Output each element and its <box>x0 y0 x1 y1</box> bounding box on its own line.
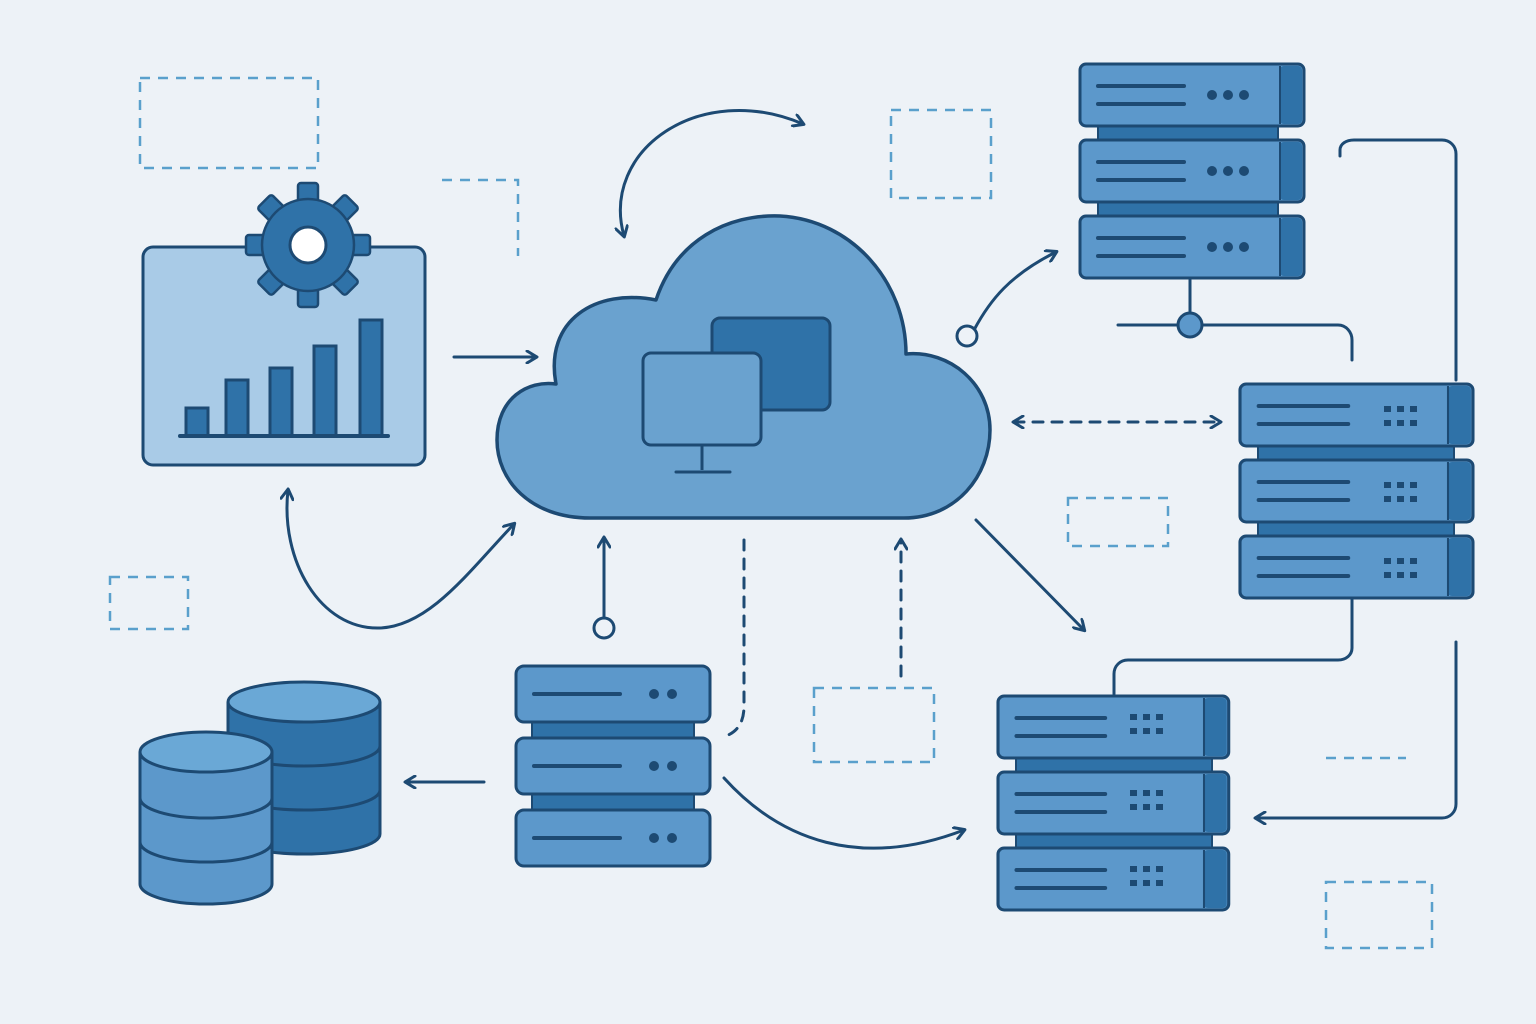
server-rack-top-right <box>1078 62 1306 280</box>
server-rack-bottom-right <box>998 696 1229 910</box>
server-unit <box>1240 536 1473 598</box>
placeholder-box <box>889 108 993 200</box>
server-unit <box>1240 384 1473 446</box>
arrow-cloud-to-bottom-servers <box>974 518 1084 630</box>
dashed-cloud-to-server <box>724 538 746 738</box>
server-unit <box>1078 62 1306 128</box>
arrow-cloud-to-top-servers <box>972 252 1056 332</box>
connector-node <box>955 324 979 348</box>
database-icon <box>138 680 382 906</box>
placeholder-boxes <box>108 76 1434 950</box>
server-unit <box>514 808 712 868</box>
monitor-icon <box>641 316 832 474</box>
arrow-loop-to-bottom-servers <box>1256 640 1458 818</box>
gear-icon <box>244 181 372 309</box>
placeholder-box <box>108 575 190 631</box>
server-unit <box>998 848 1229 910</box>
bus-line <box>1338 138 1458 382</box>
placeholder-box <box>1066 496 1170 548</box>
placeholder-box <box>442 178 520 256</box>
cloud-icon <box>495 214 992 520</box>
arrow-server-to-bottom-servers <box>722 776 964 850</box>
server-unit <box>1078 214 1306 280</box>
server-unit <box>514 664 712 724</box>
bus-line <box>1112 598 1354 696</box>
placeholder-box <box>138 76 320 170</box>
database-cylinder-front <box>138 730 274 906</box>
bar-chart-icon <box>184 318 384 438</box>
analytics-dashboard-icon <box>141 181 427 467</box>
arrow-cloud-dashboard-curve <box>287 490 514 630</box>
server-unit <box>1240 460 1473 522</box>
server-rack-mid-right <box>1240 384 1473 598</box>
server-unit <box>1078 138 1306 204</box>
arrow-sync-arc <box>620 108 803 236</box>
server-rack-bottom-center <box>514 664 712 868</box>
server-unit <box>998 696 1229 758</box>
connector-node <box>1176 311 1204 339</box>
connector-node <box>592 616 616 640</box>
server-unit <box>514 736 712 796</box>
bus-line <box>1116 323 1354 362</box>
placeholder-box <box>812 686 936 764</box>
placeholder-box <box>1324 880 1434 950</box>
connector-nodes <box>592 311 1204 640</box>
server-unit <box>998 772 1229 834</box>
connectors <box>287 108 1458 850</box>
